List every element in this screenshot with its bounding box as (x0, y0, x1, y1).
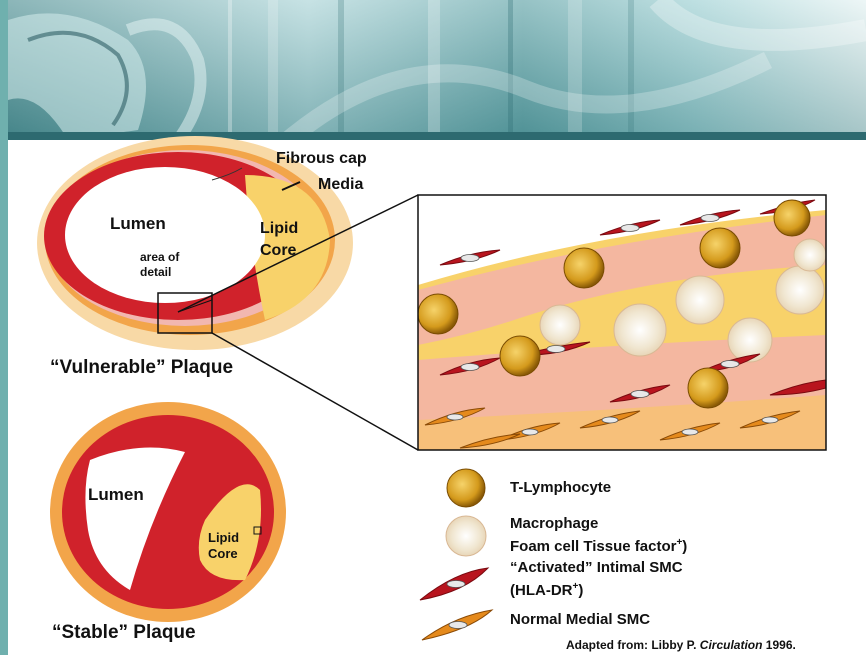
stable-plaque-title: “Stable” Plaque (52, 622, 196, 644)
stable-plaque-cross-section (50, 402, 286, 622)
media-label: Media (318, 176, 363, 194)
fibrous-cap-label: Fibrous cap (276, 150, 367, 168)
legend-activated-smc: “Activated” Intimal SMC (HLA-DR+) (510, 558, 683, 600)
legend-t-lymphocyte: T-Lymphocyte (510, 478, 611, 497)
vulnerable-plaque-title: “Vulnerable” Plaque (50, 357, 233, 379)
t-lymphocyte-icon (447, 469, 485, 507)
vulnerable-lumen-label: Lumen (110, 214, 166, 234)
vulnerable-plaque-cross-section (37, 136, 353, 350)
legend-macrophage: Macrophage Foam cell Tissue factor+) (510, 514, 687, 556)
legend-icons (420, 469, 492, 640)
detail-magnified-view (418, 195, 826, 450)
macrophage-icon (446, 516, 486, 556)
stable-lumen-label: Lumen (88, 485, 144, 505)
citation: Adapted from: Libby P. Circulation 1996. (566, 638, 796, 652)
legend-normal-smc: Normal Medial SMC (510, 610, 650, 629)
